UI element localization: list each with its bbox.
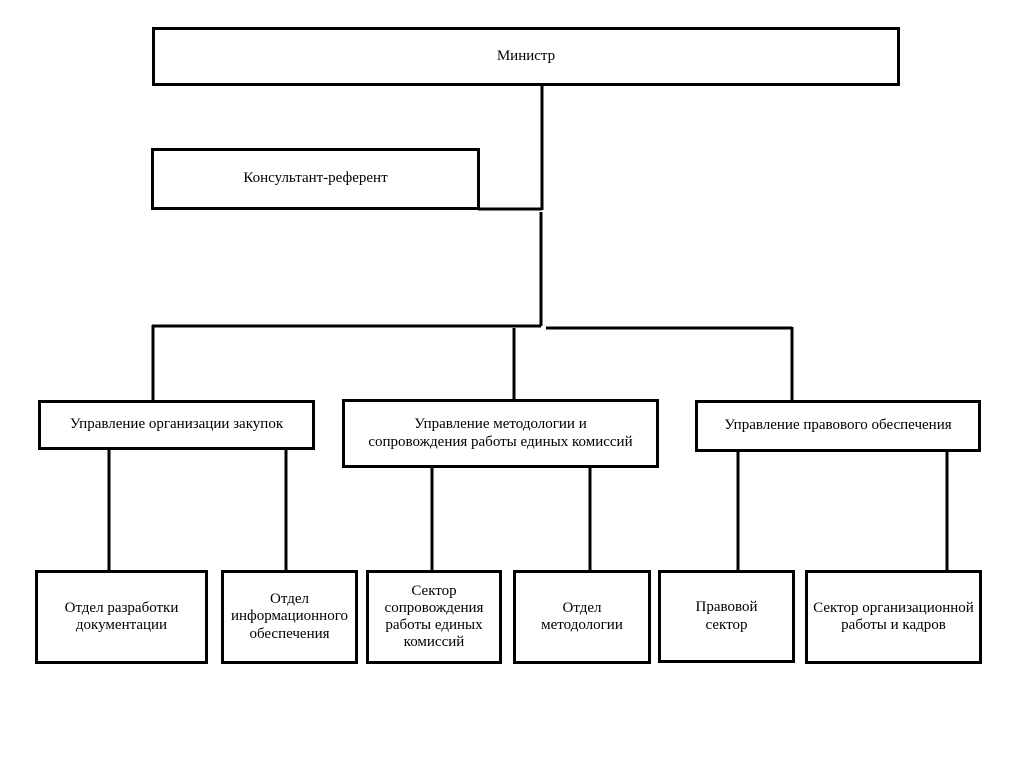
department-legal-box: Управление правового обеспечения (695, 400, 981, 452)
department-label: Управление методологии и сопровождения р… (368, 416, 633, 450)
minister-label: Министр (496, 47, 556, 64)
unit-label: Отдел информационного обеспечения (231, 591, 348, 642)
department-label: Управление организации закупок (69, 416, 284, 433)
unit-methodology-box: Отдел методологии (513, 570, 651, 664)
unit-label: Правовой сектор (695, 599, 758, 633)
unit-label: Сектор сопровождения работы единых комис… (384, 582, 484, 651)
consultant-label: Консультант-референт (243, 170, 388, 187)
unit-information-box: Отдел информационного обеспечения (221, 570, 358, 664)
department-label: Управление правового обеспечения (724, 417, 952, 434)
department-methodology-box: Управление методологии и сопровождения р… (342, 399, 659, 468)
unit-legal-box: Правовой сектор (658, 570, 795, 663)
unit-label: Отдел разработки документации (64, 599, 179, 633)
unit-label: Сектор организационной работы и кадров (813, 599, 974, 633)
unit-commission-support-box: Сектор сопровождения работы единых комис… (366, 570, 502, 664)
unit-personnel-box: Сектор организационной работы и кадров (805, 570, 982, 664)
unit-documentation-box: Отдел разработки документации (35, 570, 208, 664)
consultant-box: Консультант-референт (151, 148, 480, 210)
minister-box: Министр (152, 27, 900, 86)
unit-label: Отдел методологии (541, 599, 623, 633)
department-procurement-box: Управление организации закупок (38, 400, 315, 450)
